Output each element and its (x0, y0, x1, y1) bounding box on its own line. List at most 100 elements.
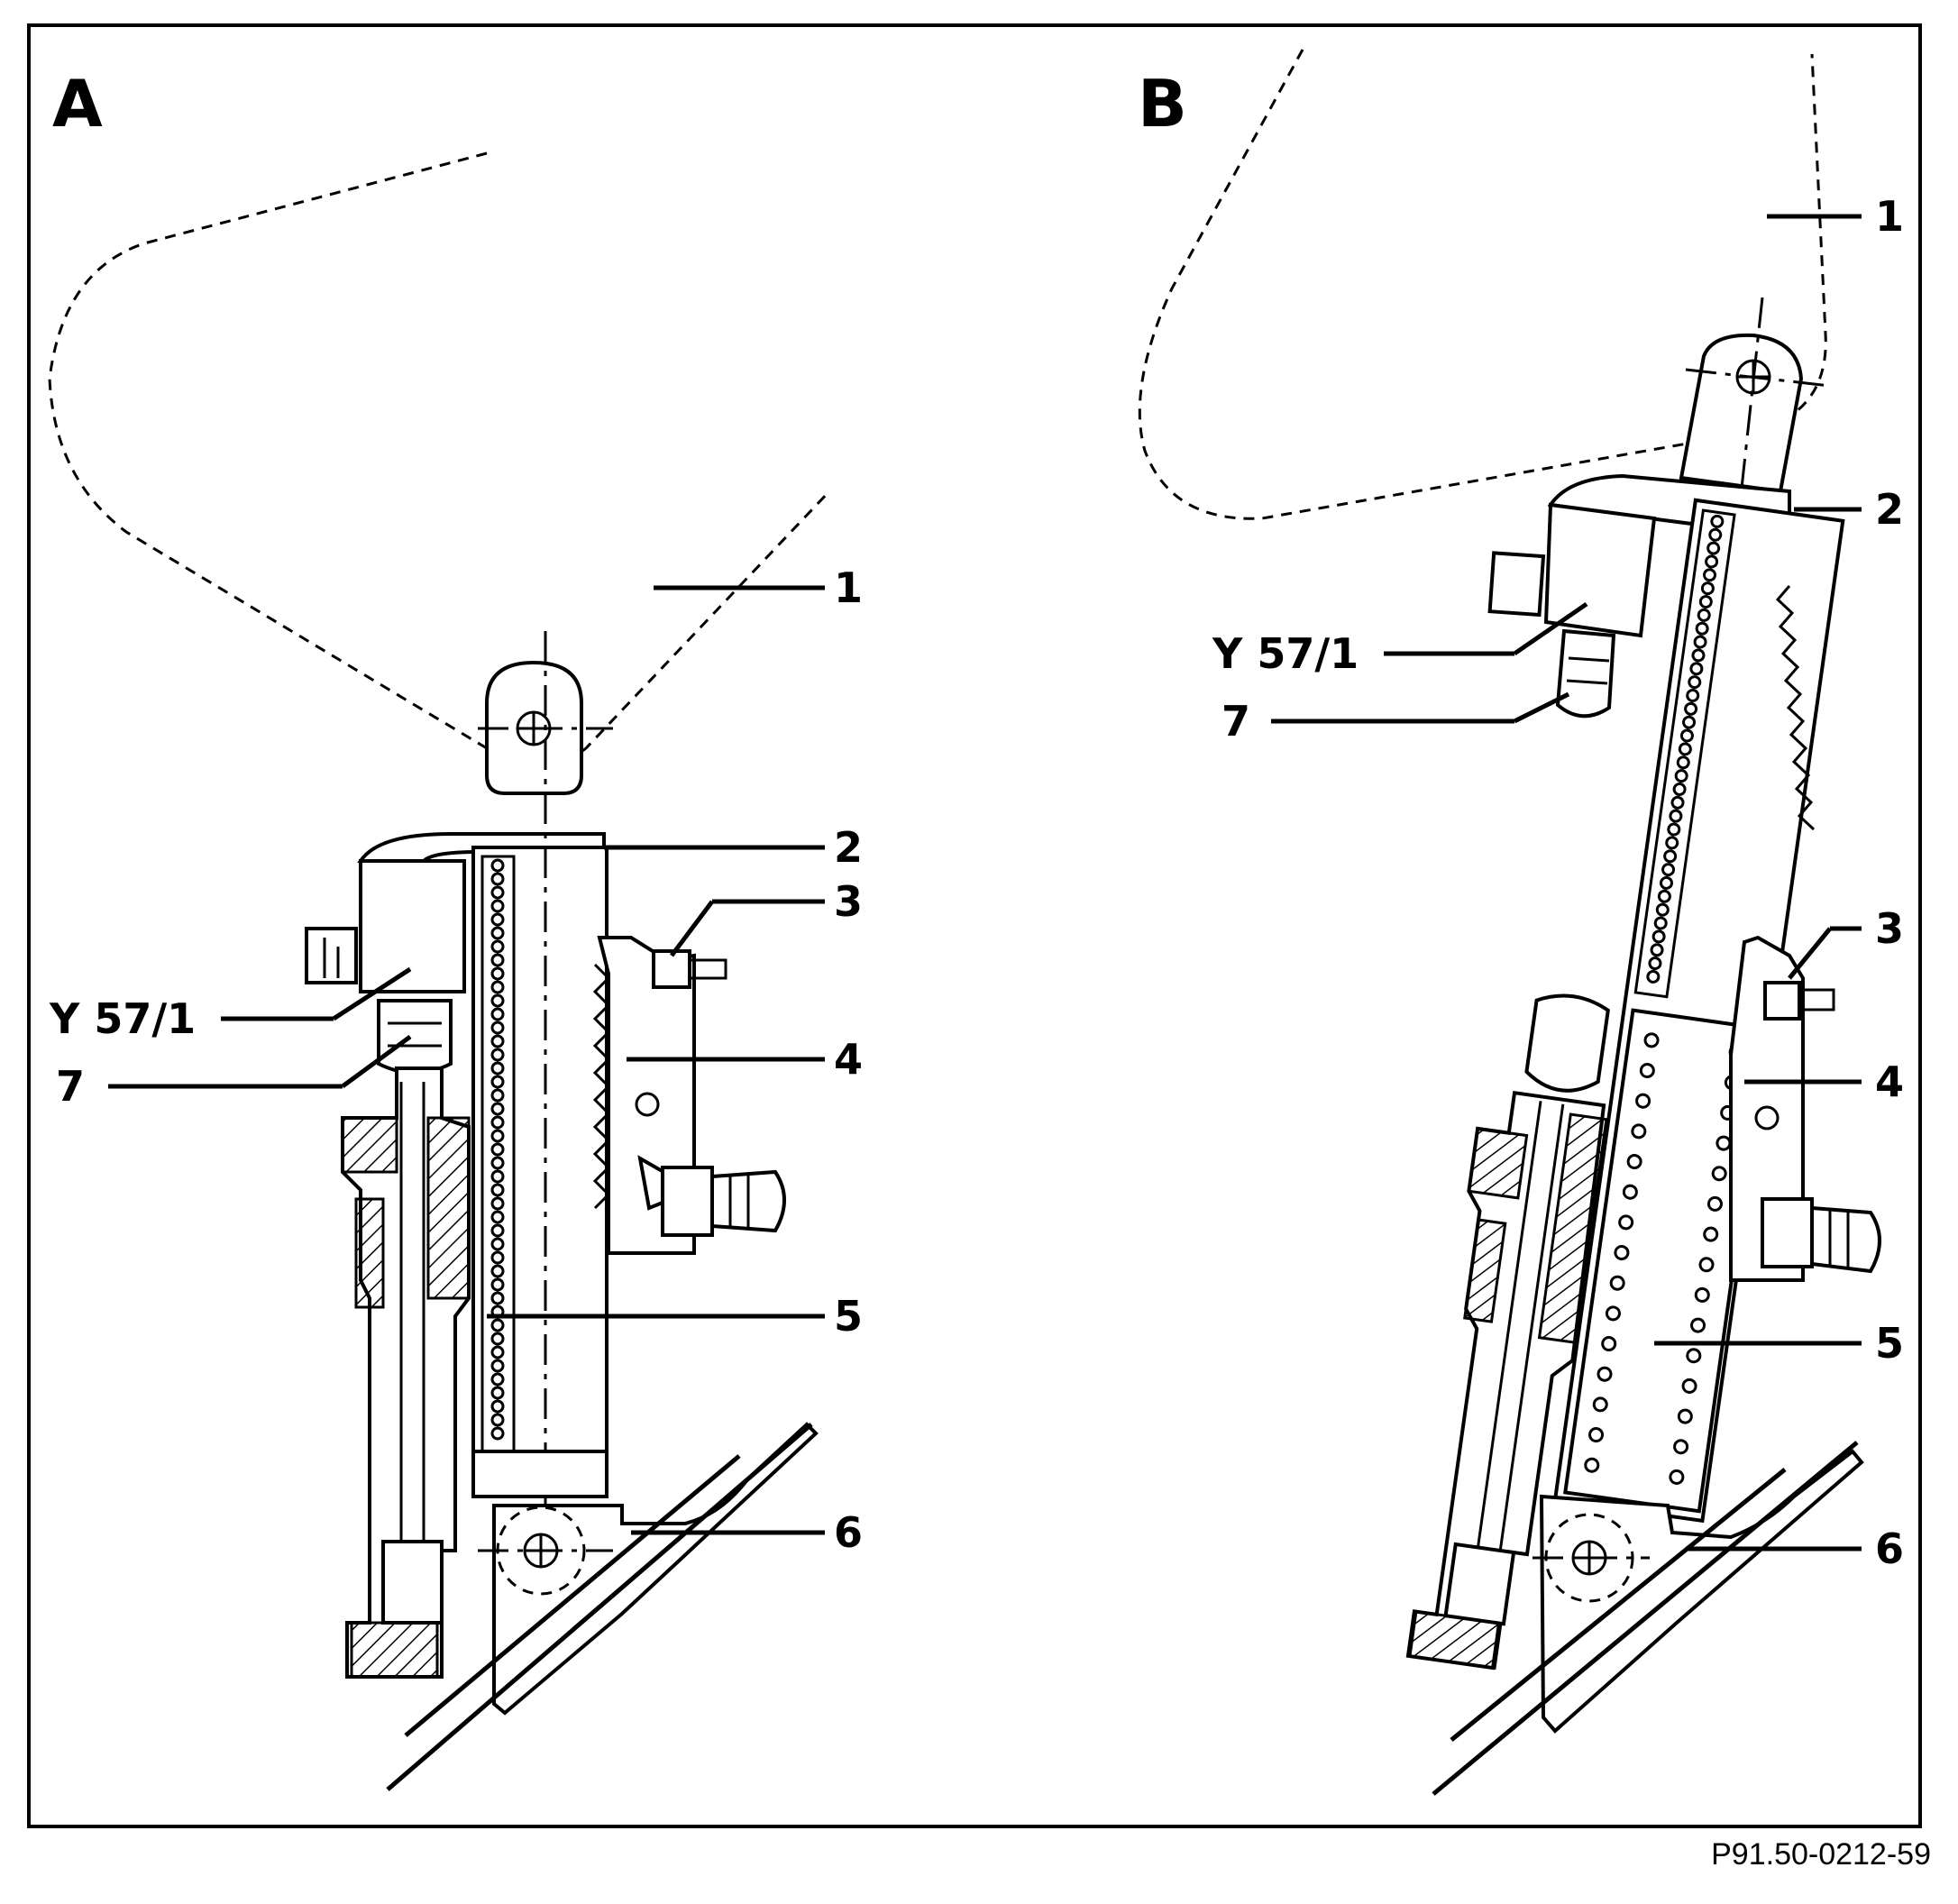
spring-coil (490, 1169, 505, 1184)
tube-hole (1601, 1336, 1617, 1352)
spring-coil (1678, 742, 1692, 756)
spring-coil (1655, 902, 1670, 917)
panel-a-callout-4: 4 (834, 1035, 863, 1084)
spring-coil (1657, 889, 1671, 903)
spring-coil (1674, 769, 1688, 783)
panel-b-bottom-eye (1432, 1441, 1864, 1796)
spring-coil (490, 1115, 505, 1130)
spring-coil (490, 1359, 505, 1373)
spring-coil (490, 1250, 505, 1265)
spring-coil (490, 980, 505, 994)
spring-coil (1646, 969, 1661, 984)
tube-hole (1631, 1123, 1647, 1140)
panel-b-top-eye (1679, 297, 1831, 506)
panel-a-ratchet-teeth (592, 963, 611, 1210)
spring-coil (1695, 621, 1709, 636)
tube-hole (1592, 1396, 1608, 1413)
panel-b-spring-coils (1646, 514, 1725, 984)
panel-a-valve-housing (359, 859, 466, 993)
spring-coil (1667, 822, 1681, 837)
spring-coil (490, 1223, 505, 1238)
spring-coil (1691, 648, 1706, 663)
tube-hole (1584, 1457, 1600, 1473)
tube-hole (1614, 1245, 1630, 1261)
tube-hole (1618, 1214, 1634, 1231)
spring-coil (1659, 875, 1673, 890)
spring-coil (1665, 836, 1679, 850)
spring-coil (490, 1332, 505, 1346)
spring-coil (490, 1196, 505, 1211)
panel-a-valve-nozzle (377, 999, 453, 1075)
panel-b-callout-5: 5 (1875, 1319, 1904, 1368)
panel-a-pivot-pin (635, 1092, 660, 1117)
panel-b-callout-7: 7 (1221, 697, 1250, 746)
spring-coil (1650, 943, 1664, 957)
spring-coil (1710, 514, 1725, 528)
spring-coil (1693, 635, 1707, 649)
spring-coil (490, 993, 505, 1008)
tube-hole (1639, 1063, 1655, 1079)
spring-coil (490, 872, 505, 886)
spring-coil (490, 1088, 505, 1103)
spring-coil (490, 1142, 505, 1157)
panel-b-connector (1487, 551, 1546, 618)
spring-coil (1651, 929, 1666, 944)
spring-coil (1682, 715, 1697, 729)
spring-coil (1708, 527, 1723, 542)
spring-coil (490, 1237, 505, 1251)
panel-a-callout-2: 2 (834, 823, 863, 872)
panel-b-hose-fitting (1761, 1197, 1881, 1274)
panel-a-hose-fitting (661, 1166, 786, 1237)
panel-b-callout-y57-1: Y 57/1 (1212, 629, 1359, 678)
tube-hole (1626, 1154, 1642, 1170)
tube-hole (1686, 1348, 1702, 1364)
spring-coil (490, 1210, 505, 1224)
panel-b-valve-housing (1543, 502, 1657, 638)
tube-hole (1677, 1408, 1693, 1424)
spring-coil (490, 1102, 505, 1116)
spring-coil (1672, 782, 1687, 796)
tube-hole (1605, 1305, 1621, 1322)
spring-coil (490, 1386, 505, 1400)
panel-a-bottom-eye (386, 1422, 819, 1791)
spring-coil (1669, 809, 1683, 823)
spring-coil (1705, 554, 1719, 569)
tube-hole (1635, 1093, 1651, 1109)
tube-hole (1643, 1032, 1660, 1048)
spring-coil (1698, 595, 1713, 609)
panel-a-callout-y57-1: Y 57/1 (49, 994, 196, 1043)
tube-hole (1673, 1439, 1689, 1455)
spring-coil (1676, 755, 1690, 770)
tube-hole (1609, 1275, 1625, 1291)
tube-hole (1588, 1427, 1605, 1443)
panel-b-callout-4: 4 (1875, 1057, 1904, 1106)
spring-coil (490, 926, 505, 940)
spring-coil (1648, 957, 1662, 971)
panel-b-rack-teeth (1775, 585, 1816, 831)
spring-coil (490, 1291, 505, 1305)
spring-coil (490, 1075, 505, 1089)
tube-hole (1622, 1184, 1638, 1200)
panel-a-seat-contour (48, 151, 831, 768)
panel-a-connector (305, 927, 358, 984)
panel-a-callouts: 1 2 3 4 Y 57/1 7 5 6 (49, 563, 863, 1557)
spring-coil (490, 1183, 505, 1197)
panel-b-callout-2: 2 (1875, 485, 1904, 534)
spring-coil (1653, 916, 1668, 930)
spring-coil (1679, 728, 1694, 743)
spring-coil (490, 1413, 505, 1427)
panel-b-callout-6: 6 (1875, 1524, 1904, 1573)
spring-coil (490, 912, 505, 927)
panel-b-valve-nozzle (1555, 628, 1616, 719)
panel-a-top-eye (478, 660, 613, 795)
spring-coil (490, 1345, 505, 1359)
spring-coil (490, 1264, 505, 1278)
spring-coil (490, 1021, 505, 1035)
tube-hole (1669, 1469, 1685, 1485)
panel-a-hydraulic-body (341, 1066, 471, 1679)
spring-coil (490, 1129, 505, 1143)
spring-coil (490, 1061, 505, 1076)
spring-coil (490, 1372, 505, 1387)
panel-a-callout-3: 3 (834, 877, 863, 926)
panel-b-letter: B (1138, 66, 1187, 142)
